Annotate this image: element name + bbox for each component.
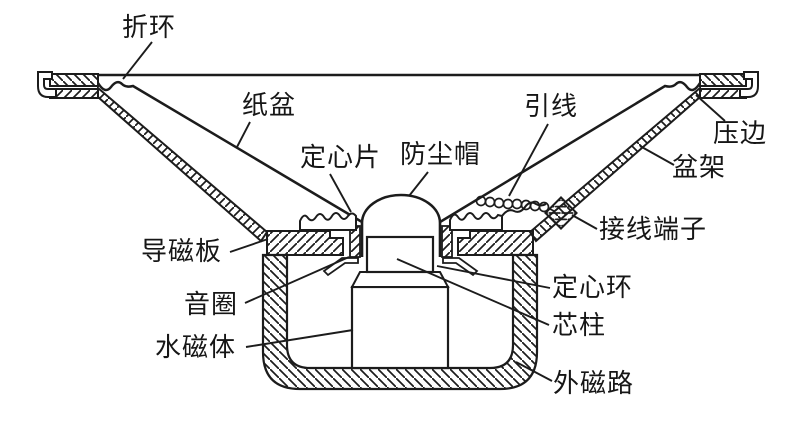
label-surround: 折环	[122, 13, 177, 42]
label-spider: 定心片	[300, 143, 382, 172]
label-basket-frame: 盆架	[672, 153, 727, 182]
terminal-shape	[544, 196, 578, 230]
label-magnet: 水磁体	[155, 333, 237, 362]
magnet-block	[350, 285, 450, 370]
rim-hooks	[37, 71, 759, 98]
label-dust-cap: 防尘帽	[400, 140, 482, 169]
label-crimped-edge: 压边	[713, 119, 768, 148]
basket-frame-struts	[97, 85, 701, 243]
label-centering-ring: 定心环	[552, 273, 634, 302]
pole-piece-shape	[365, 235, 435, 274]
label-top-plate: 导磁板	[141, 237, 223, 266]
dust-cap-shape	[360, 193, 442, 257]
label-voice-coil: 音圈	[184, 290, 239, 319]
label-terminal: 接线端子	[599, 215, 708, 244]
lead-wire-coil	[475, 195, 555, 213]
rim-gaskets	[49, 73, 747, 99]
label-outer-magnet-circuit: 外磁路	[553, 369, 635, 398]
leader-lines	[122, 41, 726, 382]
label-pole-piece: 芯柱	[552, 311, 607, 340]
top-plates	[266, 230, 534, 256]
label-lead-wire: 引线	[524, 92, 579, 121]
centering-ring-brackets	[322, 257, 479, 277]
outer-magnetic-cup	[261, 253, 539, 391]
label-paper-cone: 纸盆	[242, 91, 297, 120]
paper-cone-lines	[96, 80, 702, 224]
